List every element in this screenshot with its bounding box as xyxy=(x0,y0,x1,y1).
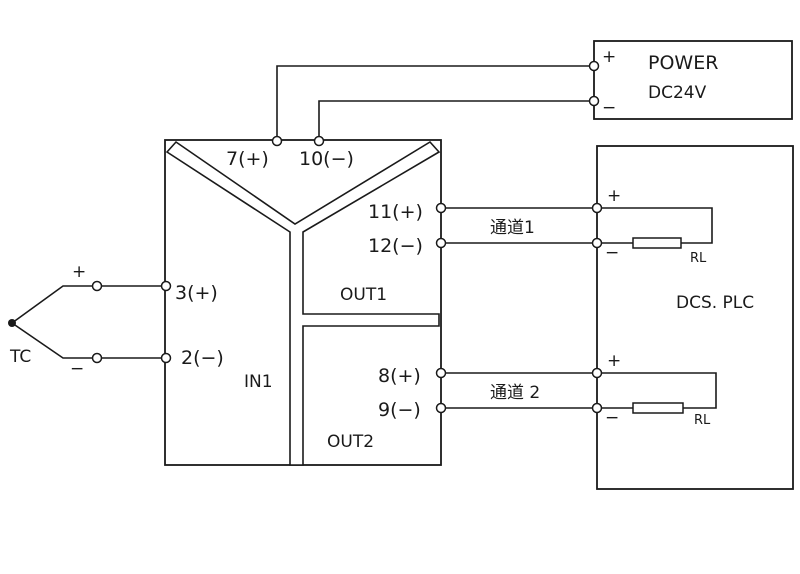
in1-label: IN1 xyxy=(244,372,273,392)
dcs-in2-plus-sign: + xyxy=(607,351,621,371)
terminal-7-label: 7(+) xyxy=(226,148,269,170)
terminal-8-label: 8(+) xyxy=(378,365,421,387)
tc-minus-lead xyxy=(11,322,92,359)
dcs-in2-minus-terminal xyxy=(591,402,603,414)
terminal-2-label: 2(−) xyxy=(181,347,224,369)
out2-label: OUT2 xyxy=(327,432,374,452)
tc-plus-sign: + xyxy=(72,262,86,282)
terminal-7 xyxy=(271,135,283,147)
rl1-label: RL xyxy=(690,251,707,266)
terminal-9-label: 9(−) xyxy=(378,399,421,421)
tc-terminal-plus xyxy=(91,280,103,292)
dcs-box xyxy=(596,145,794,490)
power-minus-wire xyxy=(318,100,589,139)
isolator-module: 7(+) 10(−) 11(+) 12(−) OUT1 8(+) 9(−) OU… xyxy=(164,135,442,466)
power-plus-wire xyxy=(276,65,589,139)
terminal-12 xyxy=(435,237,447,249)
power-title: POWER xyxy=(648,52,718,74)
channel-1-label: 通道1 xyxy=(490,218,535,238)
dcs-in1-loop xyxy=(602,207,713,244)
channel-2-label: 通道 2 xyxy=(490,383,540,403)
terminal-9 xyxy=(435,402,447,414)
dcs-in1-minus-sign: − xyxy=(605,243,619,263)
dcs-in1-plus-terminal xyxy=(591,202,603,214)
dcs-in1-minus-terminal xyxy=(591,237,603,249)
power-terminal-minus xyxy=(588,95,600,107)
module-y-divider xyxy=(165,140,441,466)
thermocouple: + − TC xyxy=(8,262,172,379)
power-supply: POWER DC24V + − xyxy=(588,40,793,120)
tc-terminal-minus xyxy=(91,352,103,364)
out1-label: OUT1 xyxy=(340,285,387,305)
dcs-plc: DCS. PLC + − RL + − RL xyxy=(591,145,794,490)
power-terminal-plus xyxy=(588,60,600,72)
terminal-2 xyxy=(160,352,172,364)
tc-minus-sign: − xyxy=(70,359,84,379)
tc-plus-lead xyxy=(11,285,92,324)
terminal-8 xyxy=(435,367,447,379)
dcs-in2-minus-sign: − xyxy=(605,408,619,428)
dcs-in2-plus-terminal xyxy=(591,367,603,379)
power-box xyxy=(593,40,793,120)
power-plus-sign: + xyxy=(602,47,616,67)
terminal-3 xyxy=(160,280,172,292)
dcs-label: DCS. PLC xyxy=(676,293,754,313)
terminal-11-label: 11(+) xyxy=(368,201,423,223)
rl2-resistor xyxy=(632,402,684,414)
terminal-10-label: 10(−) xyxy=(299,148,354,170)
tc-label: TC xyxy=(9,347,31,367)
power-voltage: DC24V xyxy=(648,83,707,103)
rl1-resistor xyxy=(632,237,682,249)
terminal-3-label: 3(+) xyxy=(175,282,218,304)
terminal-12-label: 12(−) xyxy=(368,235,423,257)
dcs-in2-loop xyxy=(602,372,717,409)
tc-junction xyxy=(8,319,16,327)
rl2-label: RL xyxy=(694,413,711,428)
terminal-10 xyxy=(313,135,325,147)
power-minus-sign: − xyxy=(602,98,616,118)
terminal-11 xyxy=(435,202,447,214)
dcs-in1-plus-sign: + xyxy=(607,186,621,206)
